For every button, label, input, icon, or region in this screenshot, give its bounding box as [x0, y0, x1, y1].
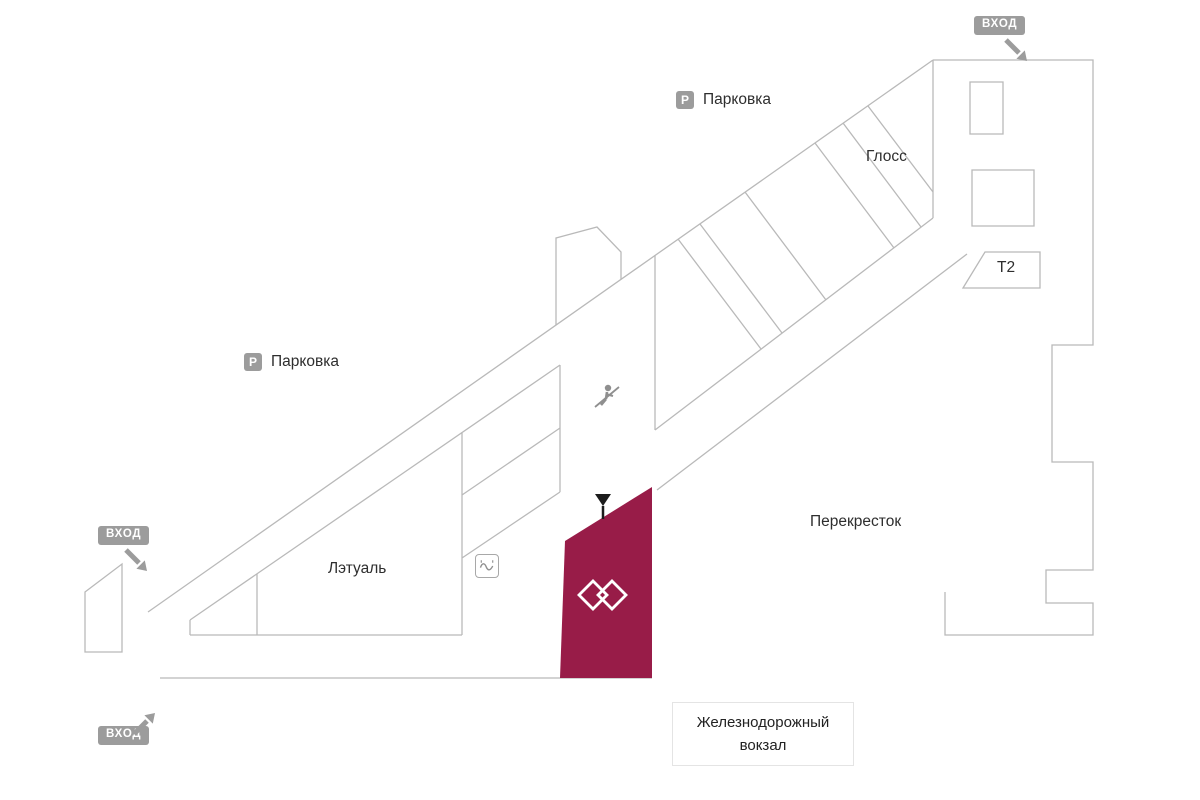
store-label-perekrestok: Перекресток	[810, 513, 902, 530]
location-pin-icon	[595, 494, 611, 519]
parking-marker-left: P Парковка	[244, 353, 339, 371]
perekrestok-outline	[656, 240, 1094, 636]
escalator-icon	[594, 384, 620, 408]
entrance-arrow-icon	[132, 713, 155, 736]
double-diamond-icon	[577, 579, 628, 611]
entrance-arrow-icon	[1004, 38, 1027, 61]
middle-store-band	[189, 364, 561, 636]
service-point-box	[475, 554, 499, 578]
railway-station-line1: Железнодорожный	[696, 713, 830, 731]
highlighted-store[interactable]	[560, 487, 652, 678]
top-right-rooms	[969, 81, 1035, 227]
railway-station-box: Железнодорожный вокзал	[672, 702, 854, 766]
entrance-badge-top: ВХОД	[974, 16, 1026, 35]
mall-outer-wall	[84, 59, 1094, 679]
entrance-badge-left: ВХОД	[98, 526, 150, 545]
store-label-t2: Т2	[997, 259, 1016, 276]
store-label-gloss: Глосс	[866, 148, 907, 165]
parking-label: Парковка	[271, 353, 339, 370]
upper-store-band	[555, 60, 934, 431]
store-label-letoile: Лэтуаль	[328, 560, 387, 577]
railway-station-line2: вокзал	[739, 737, 787, 754]
wave-icon	[479, 560, 494, 571]
parking-marker-top: P Парковка	[676, 91, 771, 109]
entrance-arrow-icon	[124, 548, 147, 571]
parking-icon: P	[244, 353, 262, 371]
parking-icon: P	[676, 91, 694, 109]
t2-kiosk-outline	[961, 251, 1041, 289]
parking-label: Парковка	[703, 91, 771, 108]
